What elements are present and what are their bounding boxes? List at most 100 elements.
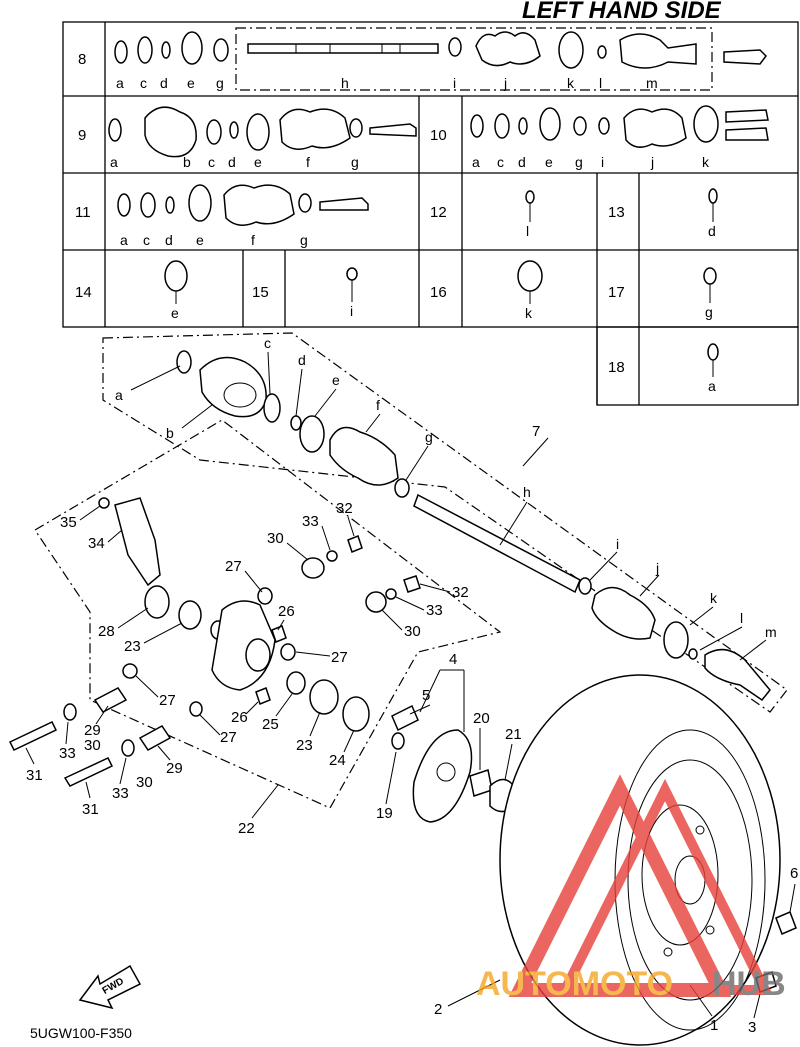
kit-15-letter-i: i [350,303,353,319]
callout-30a: 30 [267,530,284,547]
callout-7: 7 [532,423,540,440]
callout-30b: 30 [404,623,421,640]
kit-10-parts [470,105,769,148]
kit-10-letter-a: a [472,154,480,170]
kit-no-11: 11 [75,204,91,221]
callout-29b: 29 [166,760,183,777]
callout-d: d [298,352,306,368]
kit-10-letter-j: j [650,154,654,170]
callout-31b: 31 [82,801,99,818]
kit-10-letter-i: i [601,154,604,170]
kit-no-17: 17 [608,284,625,301]
kit-11-letter-a: a [120,232,128,248]
kit-11-letter-d: d [165,232,173,248]
kit-9-letter-f: f [306,154,310,170]
callout-32a: 32 [336,500,353,517]
callout-23b: 23 [296,737,313,754]
kit-11-letter-c: c [143,232,150,248]
callout-c: c [264,335,271,351]
kit-10-letter-d: d [518,154,526,170]
kit-11-letter-e: e [196,232,204,248]
kit-table: 8 9 10 11 12 13 14 15 16 17 18 a c [62,21,799,406]
callout-e: e [332,372,340,388]
kit-11-letter-g: g [300,232,308,248]
kit-8-letter-l: l [599,75,602,91]
kit-8-letter-d: d [160,75,168,91]
kit-14-letter-e: e [171,305,179,321]
kit-no-18: 18 [608,359,625,376]
callout-33c: 33 [59,745,76,762]
kit-9-letter-e: e [254,154,262,170]
watermark-logo: AUTOMOTO HUB [476,774,786,1003]
kit-13-letter-d: d [708,223,716,239]
drive-shaft-assembly: a b c d e f g h i j k l m 7 [102,332,788,713]
callout-27a: 27 [225,558,242,575]
kit-8-letter-k: k [567,75,575,91]
callout-24: 24 [329,752,346,769]
callout-32b: 32 [452,584,469,601]
callout-3: 3 [748,1019,756,1036]
watermark-hub: HUB [712,965,786,1003]
callout-g: g [425,429,433,445]
callout-28: 28 [98,623,115,640]
kit-8-letter-c: c [140,75,147,91]
kit-8-letter-g: g [216,75,224,91]
callout-5: 5 [422,687,430,704]
callout-4: 4 [449,651,457,668]
kit-no-10: 10 [430,127,447,144]
hub-assembly: 4 5 19 20 21 [376,651,522,823]
kit-11-parts [117,184,369,226]
kit-8-letter-a: a [116,75,124,91]
kit-18-letter-a: a [708,378,716,394]
kit-9-parts [108,106,417,158]
kit-8-parts [114,31,767,69]
kit-no-16: 16 [430,284,447,301]
callout-29a: 29 [84,722,101,739]
callout-25: 25 [262,716,279,733]
kit-8-letter-j: j [503,75,507,91]
fwd-arrow: FWD [78,964,142,1010]
diagram-title: LEFT HAND SIDE [522,0,722,24]
callout-27b: 27 [331,649,348,666]
kit-no-13: 13 [608,204,625,221]
kit-11-letter-f: f [251,232,255,248]
callout-23a: 23 [124,638,141,655]
kit-no-12: 12 [430,204,447,221]
callout-30c: 30 [84,737,101,754]
knuckle-assembly: 35 34 28 23 27 30 33 32 26 32 33 30 27 2… [8,419,502,837]
callout-2: 2 [434,1001,442,1018]
callout-l: l [740,610,743,626]
kit-no-9: 9 [78,127,86,144]
kit-10-letter-c: c [497,154,504,170]
wheel: 6 2 1 3 [434,674,798,1046]
kit-8-letter-e: e [187,75,195,91]
kit-9-letter-g: g [351,154,359,170]
callout-m: m [765,624,777,640]
kit-9-letter-a: a [110,154,118,170]
callout-i: i [616,536,619,552]
kit-9-letter-d: d [228,154,236,170]
callout-30d: 30 [136,774,153,791]
kit-9-letter-b: b [183,154,191,170]
callout-1: 1 [710,1017,718,1034]
kit-12-letter-l: l [526,223,529,239]
diagram-code: 5UGW100-F350 [30,1025,132,1041]
callout-22: 22 [238,820,255,837]
callout-35: 35 [60,514,77,531]
kit-10-letter-e: e [545,154,553,170]
kit-8-letter-h: h [341,75,349,91]
callout-f: f [376,397,380,413]
callout-27d: 27 [220,729,237,746]
callout-h: h [523,484,531,500]
kit-17-letter-g: g [705,304,713,320]
callout-33b: 33 [426,602,443,619]
callout-21: 21 [505,726,522,743]
kit-9-letter-c: c [208,154,215,170]
callout-k: k [710,590,718,606]
callout-34: 34 [88,535,105,552]
kit-no-15: 15 [252,284,269,301]
callout-26b: 26 [231,709,248,726]
kit-16-letter-k: k [525,305,533,321]
callout-31a: 31 [26,767,43,784]
